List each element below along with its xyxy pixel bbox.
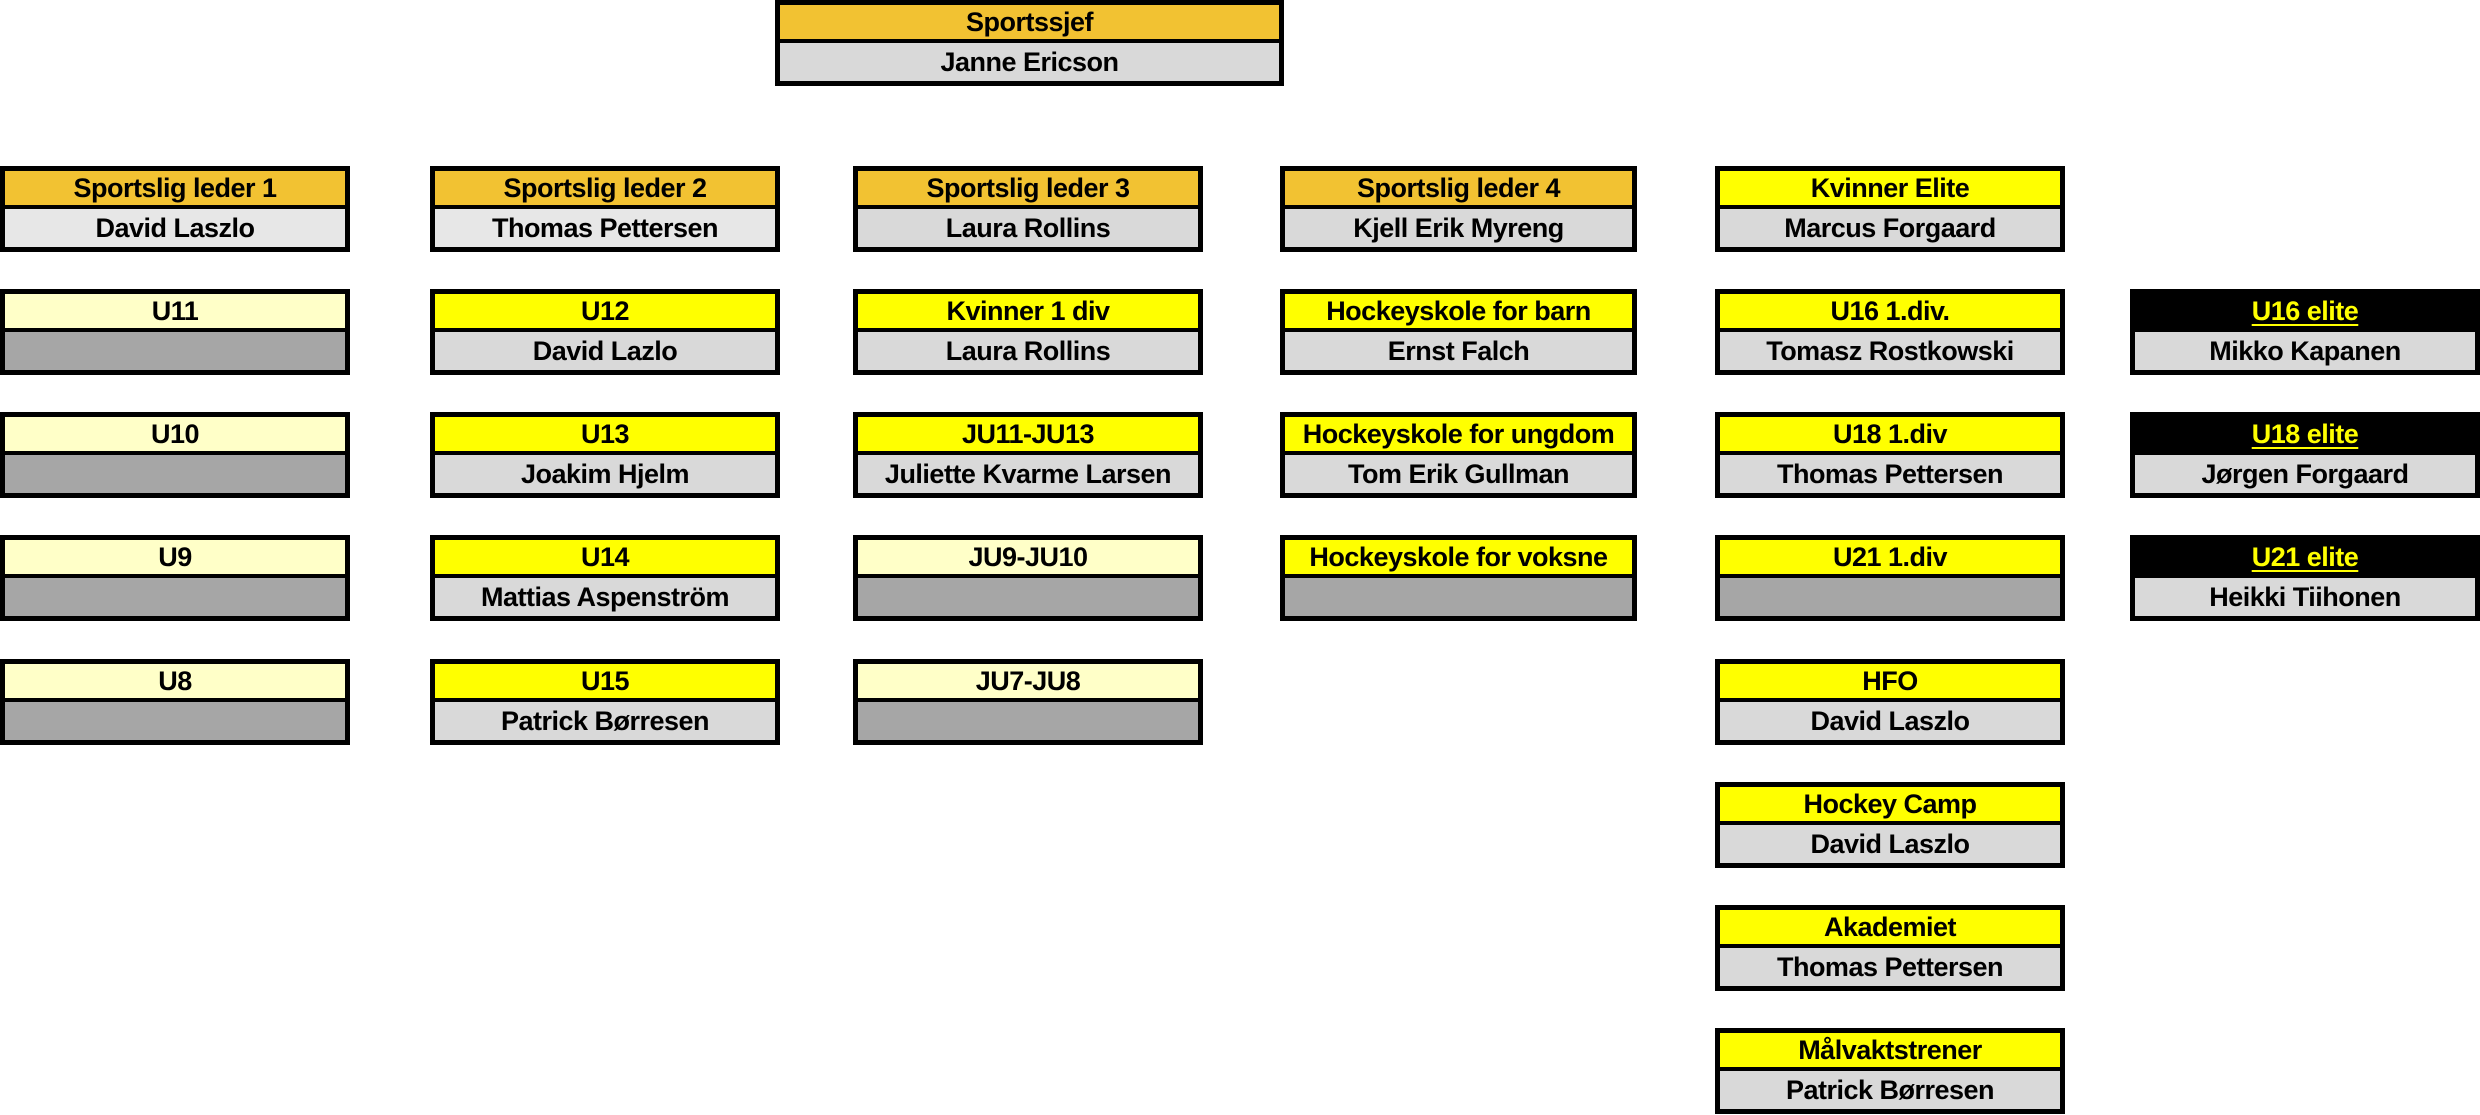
team-u16-1div-title: U16 1.div. [1720,294,2060,332]
team-ju7-ju8-title: JU7-JU8 [858,664,1198,702]
team-u21-1div-box: U21 1.div [1715,535,2065,621]
team-ju9-ju10-name [858,578,1198,616]
team-u18-elite-title: U18 elite [2135,417,2475,455]
team-ju9-ju10-box: JU9-JU10 [853,535,1203,621]
leader-3-name: Laura Rollins [858,209,1198,247]
sportssjef-title: Sportssjef [780,5,1279,43]
team-akademiet-title: Akademiet [1720,910,2060,948]
team-hockeyskole-ungdom-title: Hockeyskole for ungdom [1285,417,1632,455]
leader-2-name: Thomas Pettersen [435,209,775,247]
team-hockeyskole-ungdom-name: Tom Erik Gullman [1285,455,1632,493]
leader-2-title: Sportslig leder 2 [435,171,775,209]
team-u13-title: U13 [435,417,775,455]
leader-3-box: Sportslig leder 3 Laura Rollins [853,166,1203,252]
team-u18-1div-name: Thomas Pettersen [1720,455,2060,493]
team-u15-name: Patrick Børresen [435,702,775,740]
team-hockey-camp-title: Hockey Camp [1720,787,2060,825]
kvinner-elite-name: Marcus Forgaard [1720,209,2060,247]
team-hockey-camp-box: Hockey Camp David Laszlo [1715,782,2065,868]
team-malvaktstrener-box: Målvaktstrener Patrick Børresen [1715,1028,2065,1114]
leader-4-name: Kjell Erik Myreng [1285,209,1632,247]
leader-4-box: Sportslig leder 4 Kjell Erik Myreng [1280,166,1637,252]
team-kvinner-1-div-name: Laura Rollins [858,332,1198,370]
team-u16-1div-name: Tomasz Rostkowski [1720,332,2060,370]
leader-1-box: Sportslig leder 1 David Laszlo [0,166,350,252]
team-u11-box: U11 [0,289,350,375]
team-u9-box: U9 [0,535,350,621]
team-hockeyskole-barn-box: Hockeyskole for barn Ernst Falch [1280,289,1637,375]
team-hockeyskole-barn-name: Ernst Falch [1285,332,1632,370]
team-ju9-ju10-title: JU9-JU10 [858,540,1198,578]
team-u11-name [5,332,345,370]
team-u9-name [5,578,345,616]
team-u16-1div-box: U16 1.div. Tomasz Rostkowski [1715,289,2065,375]
kvinner-elite-box: Kvinner Elite Marcus Forgaard [1715,166,2065,252]
team-u15-title: U15 [435,664,775,702]
team-u16-elite-title: U16 elite [2135,294,2475,332]
team-hockey-camp-name: David Laszlo [1720,825,2060,863]
team-malvaktstrener-name: Patrick Børresen [1720,1071,2060,1109]
team-hfo-box: HFO David Laszlo [1715,659,2065,745]
team-u14-box: U14 Mattias Aspenström [430,535,780,621]
team-u8-title: U8 [5,664,345,702]
team-u18-1div-title: U18 1.div [1720,417,2060,455]
team-u14-name: Mattias Aspenström [435,578,775,616]
team-u21-elite-title: U21 elite [2135,540,2475,578]
team-u9-title: U9 [5,540,345,578]
team-ju11-ju13-box: JU11-JU13 Juliette Kvarme Larsen [853,412,1203,498]
team-u8-name [5,702,345,740]
team-u10-box: U10 [0,412,350,498]
team-u16-elite-name: Mikko Kapanen [2135,332,2475,370]
team-u12-name: David Lazlo [435,332,775,370]
team-kvinner-1-div-box: Kvinner 1 div Laura Rollins [853,289,1203,375]
team-hockeyskole-voksne-title: Hockeyskole for voksne [1285,540,1632,578]
team-u8-box: U8 [0,659,350,745]
kvinner-elite-title: Kvinner Elite [1720,171,2060,209]
team-u13-name: Joakim Hjelm [435,455,775,493]
team-u11-title: U11 [5,294,345,332]
team-hockeyskole-voksne-name [1285,578,1632,616]
team-u18-elite-name: Jørgen Forgaard [2135,455,2475,493]
team-malvaktstrener-title: Målvaktstrener [1720,1033,2060,1071]
team-u10-title: U10 [5,417,345,455]
leader-3-title: Sportslig leder 3 [858,171,1198,209]
team-kvinner-1-div-title: Kvinner 1 div [858,294,1198,332]
team-u12-title: U12 [435,294,775,332]
team-u18-1div-box: U18 1.div Thomas Pettersen [1715,412,2065,498]
team-u15-box: U15 Patrick Børresen [430,659,780,745]
team-u16-elite-box: U16 elite Mikko Kapanen [2130,289,2480,375]
team-hockeyskole-barn-title: Hockeyskole for barn [1285,294,1632,332]
leader-2-box: Sportslig leder 2 Thomas Pettersen [430,166,780,252]
sportssjef-box: Sportssjef Janne Ericson [775,0,1284,86]
team-u21-elite-box: U21 elite Heikki Tiihonen [2130,535,2480,621]
leader-4-title: Sportslig leder 4 [1285,171,1632,209]
team-akademiet-name: Thomas Pettersen [1720,948,2060,986]
team-u10-name [5,455,345,493]
team-hockeyskole-ungdom-box: Hockeyskole for ungdom Tom Erik Gullman [1280,412,1637,498]
team-ju11-ju13-title: JU11-JU13 [858,417,1198,455]
leader-1-name: David Laszlo [5,209,345,247]
team-u14-title: U14 [435,540,775,578]
team-u18-elite-box: U18 elite Jørgen Forgaard [2130,412,2480,498]
team-u21-elite-name: Heikki Tiihonen [2135,578,2475,616]
team-u12-box: U12 David Lazlo [430,289,780,375]
team-ju7-ju8-name [858,702,1198,740]
team-u21-1div-name [1720,578,2060,616]
team-ju7-ju8-box: JU7-JU8 [853,659,1203,745]
team-hfo-name: David Laszlo [1720,702,2060,740]
team-hfo-title: HFO [1720,664,2060,702]
leader-1-title: Sportslig leder 1 [5,171,345,209]
team-akademiet-box: Akademiet Thomas Pettersen [1715,905,2065,991]
team-u13-box: U13 Joakim Hjelm [430,412,780,498]
team-hockeyskole-voksne-box: Hockeyskole for voksne [1280,535,1637,621]
team-ju11-ju13-name: Juliette Kvarme Larsen [858,455,1198,493]
team-u21-1div-title: U21 1.div [1720,540,2060,578]
sportssjef-name: Janne Ericson [780,43,1279,81]
